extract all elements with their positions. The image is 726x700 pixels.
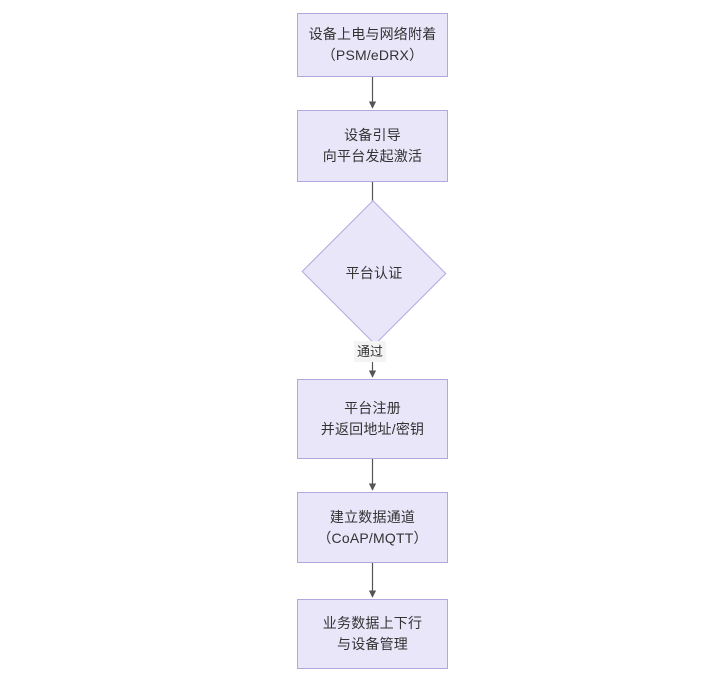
node-power-on-line2: （PSM/eDRX） (321, 47, 424, 63)
node-business-data-line2: 与设备管理 (337, 636, 408, 652)
node-business-data-line1: 业务数据上下行 (322, 615, 423, 631)
node-data-channel-line2: （CoAP/MQTT） (317, 529, 428, 546)
node-power-on-line1: 设备上电与网络附着 (308, 26, 437, 42)
node-data-channel-line1: 建立数据通道 (329, 508, 416, 525)
edge-label-pass: 通过 (354, 341, 387, 362)
node-platform-register-line2: 并返回地址/密钥 (320, 421, 425, 437)
node-data-channel[interactable]: 建立数据通道 （CoAP/MQTT） (297, 492, 448, 563)
node-platform-auth[interactable]: 平台认证 (301, 200, 447, 345)
node-business-data[interactable]: 业务数据上下行 与设备管理 (297, 599, 448, 669)
node-bootstrap-line1: 设备引导 (344, 127, 401, 143)
node-power-on[interactable]: 设备上电与网络附着 （PSM/eDRX） (297, 13, 448, 77)
node-bootstrap[interactable]: 设备引导 向平台发起激活 (297, 110, 448, 182)
node-platform-register[interactable]: 平台注册 并返回地址/密钥 (297, 379, 448, 459)
node-bootstrap-line2: 向平台发起激活 (322, 148, 423, 164)
node-platform-auth-label: 平台认证 (345, 264, 403, 281)
node-platform-register-line1: 平台注册 (344, 400, 401, 416)
